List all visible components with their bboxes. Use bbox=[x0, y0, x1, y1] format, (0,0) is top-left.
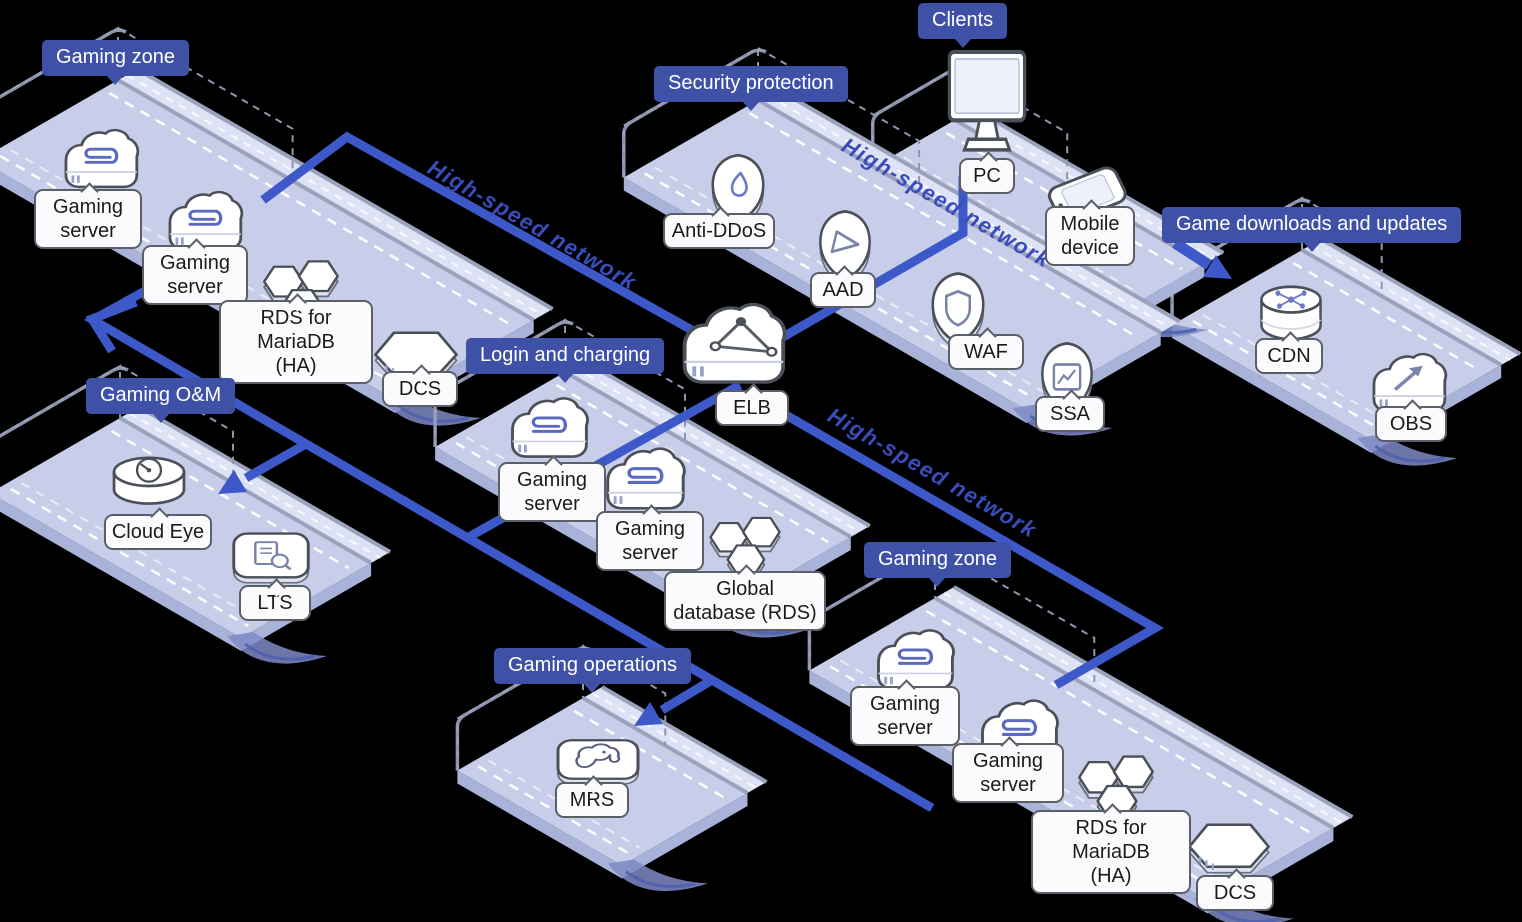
node-label-aad: AAD bbox=[810, 272, 876, 308]
zone-tag-game-downloads: Game downloads and updates bbox=[1162, 207, 1462, 252]
node-label-global-database: Global database (RDS) bbox=[664, 571, 826, 631]
node-label-cdn: CDN bbox=[1255, 338, 1323, 374]
connection-clients-elb bbox=[749, 176, 968, 359]
node-label-dcs-zone2: DCS bbox=[1196, 875, 1274, 911]
node-label-ssa: SSA bbox=[1035, 396, 1105, 432]
zone-tag-login-and-charging: Login and charging bbox=[466, 338, 665, 383]
zone-tag-gaming-zone-bottom: Gaming zone bbox=[864, 542, 1011, 587]
connection-gamingzone-elb bbox=[260, 131, 709, 342]
node-label-obs: OBS bbox=[1375, 406, 1447, 442]
connection-downloads bbox=[1172, 238, 1212, 270]
node-label-gs-zone1-b: Gaming server bbox=[142, 245, 248, 305]
gaming-server-icon bbox=[64, 128, 140, 189]
node-label-anti-ddos: Anti-DDoS bbox=[663, 213, 775, 249]
node-label-gs-zone2-b: Gaming server bbox=[952, 743, 1064, 803]
node-label-lts: LTS bbox=[239, 585, 311, 621]
arrowhead-gaming-operations bbox=[634, 702, 663, 726]
node-label-dcs-zone1: DCS bbox=[382, 371, 458, 407]
node-label-gs-login-a: Gaming server bbox=[498, 462, 606, 522]
node-label-gs-zone1-a: Gaming server bbox=[34, 189, 142, 249]
gaming-server-icon bbox=[510, 396, 590, 459]
spine-start-chevron bbox=[85, 297, 138, 354]
node-label-elb: ELB bbox=[715, 390, 789, 426]
gaming-server-icon bbox=[606, 446, 687, 510]
connection-elb-gamingzone2 bbox=[757, 396, 1165, 689]
arrowhead-game-downloads bbox=[1203, 255, 1232, 279]
zone-tag-gaming-zone-top: Gaming zone bbox=[42, 40, 189, 85]
elb-icon bbox=[682, 302, 787, 385]
node-label-rds-zone2: RDS for MariaDB (HA) bbox=[1031, 810, 1191, 894]
node-label-gs-zone2-a: Gaming server bbox=[850, 686, 960, 746]
zone-tag-gaming-operations: Gaming operations bbox=[494, 648, 691, 693]
node-label-cloud-eye: Cloud Eye bbox=[104, 514, 212, 550]
zone-tag-gaming-om: Gaming O&M bbox=[86, 378, 236, 423]
node-label-rds-zone1: RDS for MariaDB (HA) bbox=[219, 300, 373, 384]
node-label-mobile-device: Mobile device bbox=[1045, 206, 1135, 266]
connection-branch-om bbox=[243, 440, 309, 482]
connection-arrowheads bbox=[218, 255, 1232, 726]
node-label-waf: WAF bbox=[948, 334, 1024, 370]
connection-branch-mrs bbox=[659, 676, 715, 714]
zone-tag-security-protection: Security protection bbox=[654, 66, 848, 111]
node-label-mrs: MRS bbox=[555, 782, 629, 818]
node-label-pc: PC bbox=[959, 158, 1015, 194]
arrowhead-gaming-om bbox=[218, 470, 247, 494]
network-connections bbox=[83, 131, 1212, 812]
node-label-gs-login-b: Gaming server bbox=[596, 511, 704, 571]
pc-icon bbox=[940, 46, 1034, 164]
zone-tag-clients: Clients bbox=[918, 3, 1008, 48]
